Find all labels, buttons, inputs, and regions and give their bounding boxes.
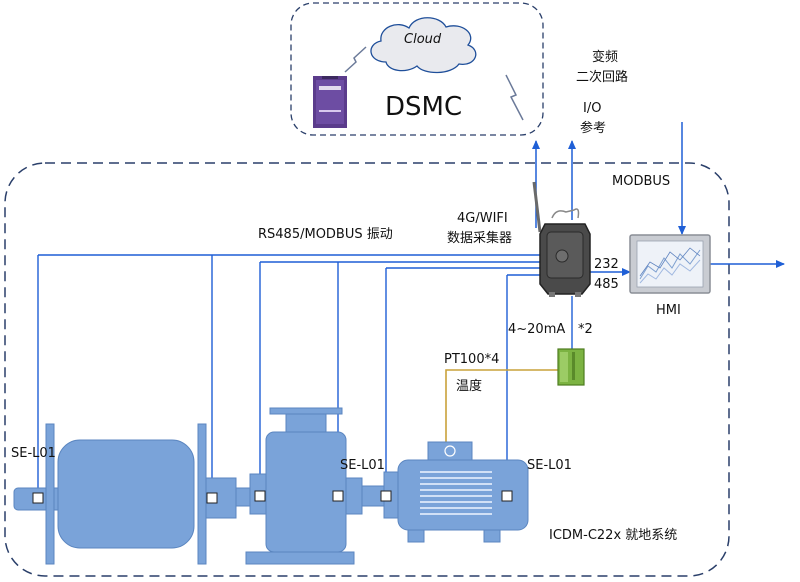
pt100-label: PT100*4	[444, 352, 500, 367]
port-485-label: 485	[594, 277, 619, 292]
io-ref-line2: 参考	[580, 121, 607, 136]
collector-line2: 数据采集器	[447, 231, 513, 246]
sensor-label-left: SE-L01	[11, 446, 56, 461]
cloud-region-boundary	[290, 2, 544, 136]
machine-motor	[383, 441, 529, 543]
vibration-sensors	[32, 490, 513, 504]
machine-gearbox	[245, 407, 363, 565]
wireless-signal-icon	[344, 46, 524, 121]
cloud-icon	[370, 17, 477, 74]
signal-conditioner	[557, 348, 585, 386]
analog-label: 4~20mA	[508, 322, 566, 337]
dsmc-label: DSMC	[385, 92, 463, 122]
sensor-label-right: SE-L01	[527, 458, 572, 473]
io-ref-line1: I/O	[583, 101, 602, 116]
rs485-bus	[37, 254, 540, 497]
vfd-loop-line2: 二次回路	[576, 70, 629, 85]
sensor-label-middle: SE-L01	[340, 458, 385, 473]
port-232-label: 232	[594, 257, 619, 272]
analog-count: *2	[578, 322, 593, 337]
data-collector-device	[532, 181, 591, 297]
hmi-panel	[629, 234, 711, 294]
local-system-boundary	[4, 162, 730, 577]
temperature-label: 温度	[456, 379, 483, 394]
temperature-wire	[445, 369, 558, 452]
machine-drum	[13, 423, 237, 565]
hmi-label: HMI	[656, 303, 681, 318]
rs485-label: RS485/MODBUS 振动	[258, 227, 393, 242]
cloud-label: Cloud	[404, 32, 442, 47]
collector-line1: 4G/WIFI	[457, 211, 508, 226]
system-label: ICDM-C22x 就地系统	[549, 528, 678, 543]
modbus-label: MODBUS	[612, 174, 671, 189]
vfd-loop-line1: 变频	[592, 50, 619, 65]
dsmc-server-icon	[313, 76, 347, 128]
